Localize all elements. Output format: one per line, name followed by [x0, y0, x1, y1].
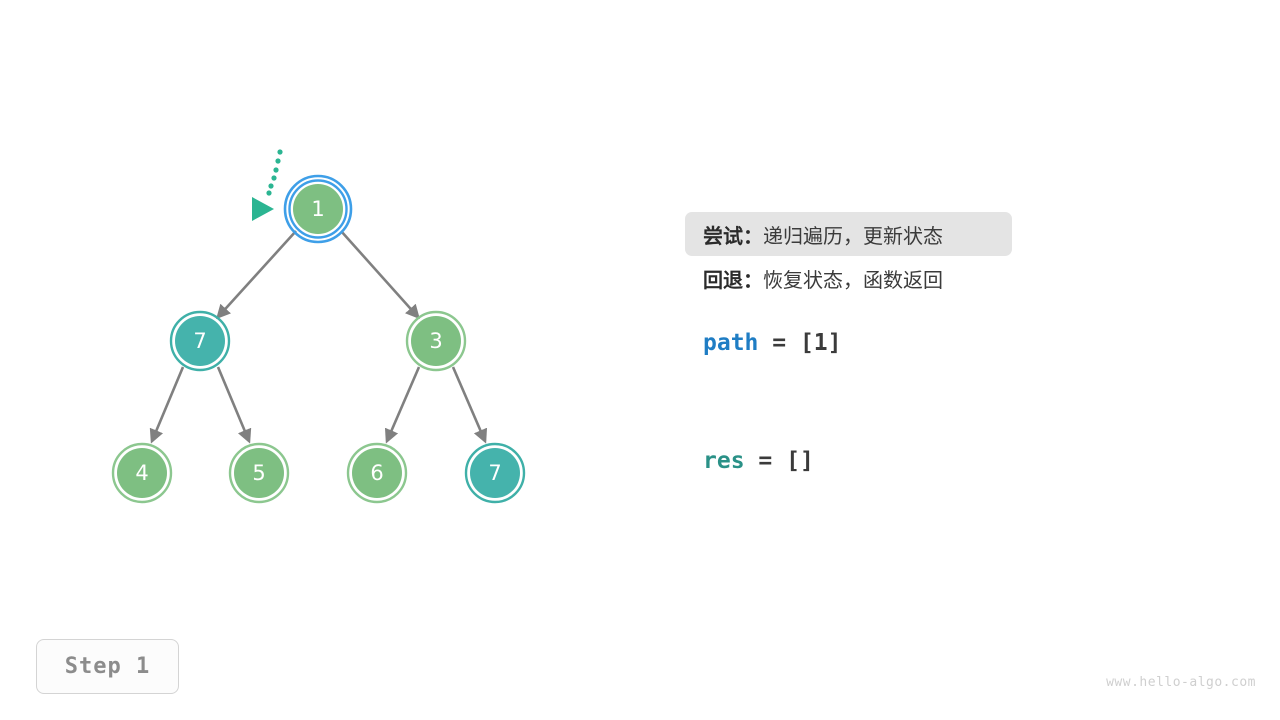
edge-1-to-3	[340, 230, 420, 320]
variable-path-value: [1]	[799, 330, 842, 356]
node-circle	[293, 184, 343, 234]
state-panel: 尝试： 递归遍历，更新状态 回退： 恢复状态，函数返回 path = [1] r…	[685, 212, 1165, 474]
node-outer-ring	[111, 442, 173, 504]
node-outer-ring	[405, 310, 467, 372]
statement-backtrack-value: 恢复状态，函数返回	[763, 267, 943, 292]
node-outer-ring	[346, 442, 408, 504]
node-outer-ring	[464, 442, 526, 504]
tree-edges	[149, 230, 488, 444]
node-active-ring	[283, 174, 353, 244]
node-label: 3	[429, 329, 442, 353]
statement-backtrack: 回退： 恢复状态，函数返回	[685, 256, 1165, 300]
variable-res-name: res	[703, 448, 745, 474]
edge-7-to-5	[216, 366, 252, 444]
node-label: 1	[311, 197, 324, 221]
tree-node-7-left[interactable]: 7	[169, 310, 231, 372]
node-label: 5	[252, 461, 265, 485]
statement-try-value: 递归遍历，更新状态	[763, 223, 943, 248]
variable-res: res = []	[703, 448, 814, 474]
traversal-pointer	[252, 149, 283, 221]
node-outer-ring	[169, 310, 231, 372]
pointer-dot	[273, 167, 279, 173]
edge-3-to-6	[384, 366, 421, 444]
node-circle	[411, 316, 461, 366]
edge-7-to-4	[149, 366, 185, 444]
pointer-triangle-icon	[252, 197, 274, 221]
node-circle	[234, 448, 284, 498]
tree-node-3[interactable]: 3	[405, 310, 467, 372]
node-outer-ring	[228, 442, 290, 504]
pointer-dot	[275, 158, 281, 164]
variable-path-name: path	[703, 330, 759, 356]
pointer-dot	[271, 175, 277, 181]
node-label: 7	[488, 461, 501, 485]
node-circle	[175, 316, 225, 366]
node-circle	[117, 448, 167, 498]
tree-node-6[interactable]: 6	[346, 442, 408, 504]
node-label: 7	[193, 329, 206, 353]
variable-path-equals: =	[758, 330, 800, 356]
pointer-dot	[266, 190, 272, 196]
step-badge-label: Step 1	[64, 654, 151, 679]
statement-try-key: 尝试：	[703, 223, 763, 248]
statement-try: 尝试： 递归遍历，更新状态	[685, 212, 1012, 256]
tree-node-4[interactable]: 4	[111, 442, 173, 504]
tree-node-5[interactable]: 5	[228, 442, 290, 504]
edge-3-to-7	[451, 366, 488, 444]
variable-path: path = [1]	[703, 330, 841, 356]
node-outer-ring	[288, 179, 348, 239]
variable-res-value: []	[786, 448, 814, 474]
tree-node-7-right[interactable]: 7	[464, 442, 526, 504]
pointer-dot	[277, 149, 283, 155]
watermark: www.hello-algo.com	[1106, 675, 1256, 690]
step-badge: Step 1	[36, 639, 179, 694]
pointer-dot	[268, 183, 274, 189]
edge-1-to-7	[216, 230, 297, 320]
node-circle	[470, 448, 520, 498]
node-label: 4	[135, 461, 148, 485]
statement-backtrack-key: 回退：	[703, 267, 763, 292]
node-label: 6	[370, 461, 383, 485]
variable-res-equals: =	[744, 448, 787, 474]
tree-node-1[interactable]: 1	[283, 174, 353, 244]
node-circle	[352, 448, 402, 498]
